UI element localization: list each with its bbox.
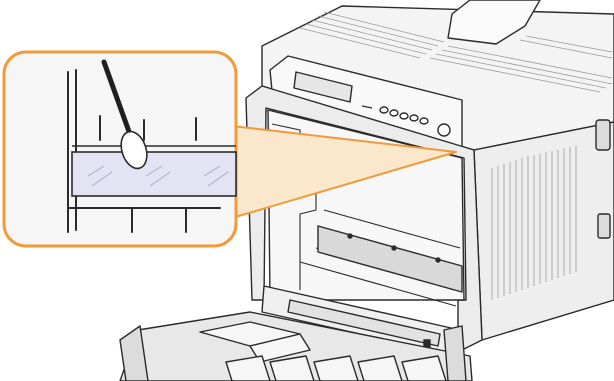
- printer-right-side: [474, 122, 614, 340]
- panel-button: [410, 115, 418, 121]
- panel-button: [380, 107, 388, 113]
- magnifier-frame: [4, 52, 236, 246]
- panel-button: [390, 110, 398, 116]
- door-hinge-right: [444, 326, 466, 381]
- panel-button: [400, 113, 408, 119]
- side-handle: [596, 120, 610, 150]
- panel-button: [420, 118, 428, 124]
- power-button: [438, 124, 450, 136]
- side-port: [598, 214, 610, 238]
- cleaning-strip: [72, 152, 236, 196]
